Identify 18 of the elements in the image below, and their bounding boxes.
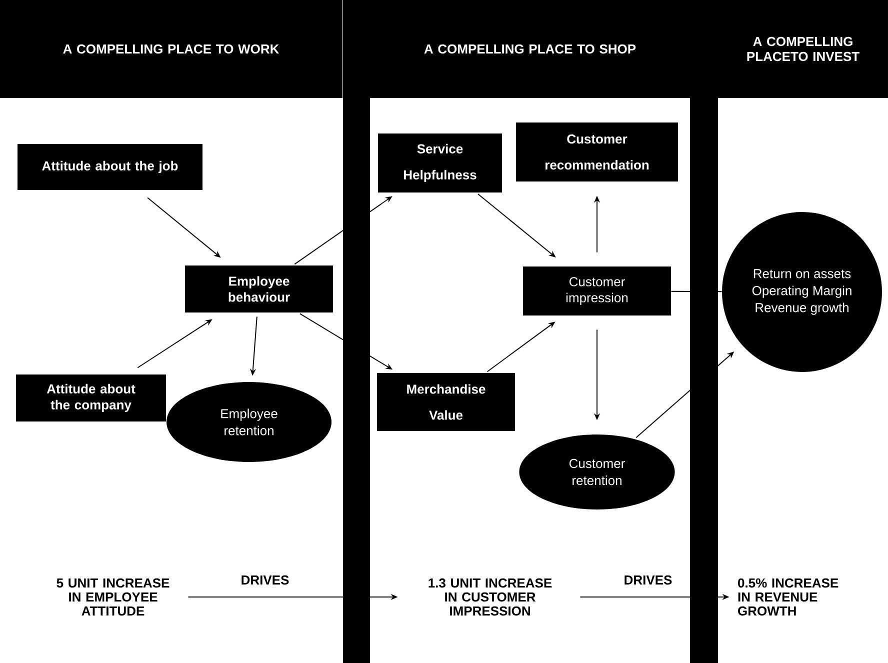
edge-label: DRIVES bbox=[622, 574, 674, 586]
process-box: Merchandise Value bbox=[377, 373, 515, 431]
result-text: 5 UNIT INCREASE IN EMPLOYEE ATTITUDE bbox=[56, 578, 170, 616]
node-label: A COMPELLING PLACE TO WORK bbox=[63, 44, 280, 54]
header-band: A COMPELLING PLACETO INVEST bbox=[718, 0, 888, 98]
result-text: 0.5% INCREASE IN REVENUE GROWTH bbox=[738, 578, 838, 616]
process-box: Customer recommendation bbox=[516, 122, 678, 182]
result-text: 1.3 UNIT INCREASE IN CUSTOMER IMPRESSION bbox=[428, 578, 552, 616]
process-box: Attitude about the job bbox=[18, 144, 202, 190]
process-box: Attitude about the company bbox=[16, 374, 166, 422]
header-band: A COMPELLING PLACE TO WORK bbox=[0, 0, 342, 98]
node-label: A COMPELLING PLACETO INVEST bbox=[747, 36, 860, 62]
header-band: A COMPELLING PLACE TO SHOP bbox=[370, 0, 690, 98]
edge-label: DRIVES bbox=[240, 574, 290, 586]
process-box: Customer impression bbox=[523, 266, 671, 316]
node-label: A COMPELLING PLACE TO SHOP bbox=[424, 44, 636, 54]
process-box: Service Helpfulness bbox=[378, 134, 502, 192]
process-box: Employee behaviour bbox=[185, 266, 333, 312]
